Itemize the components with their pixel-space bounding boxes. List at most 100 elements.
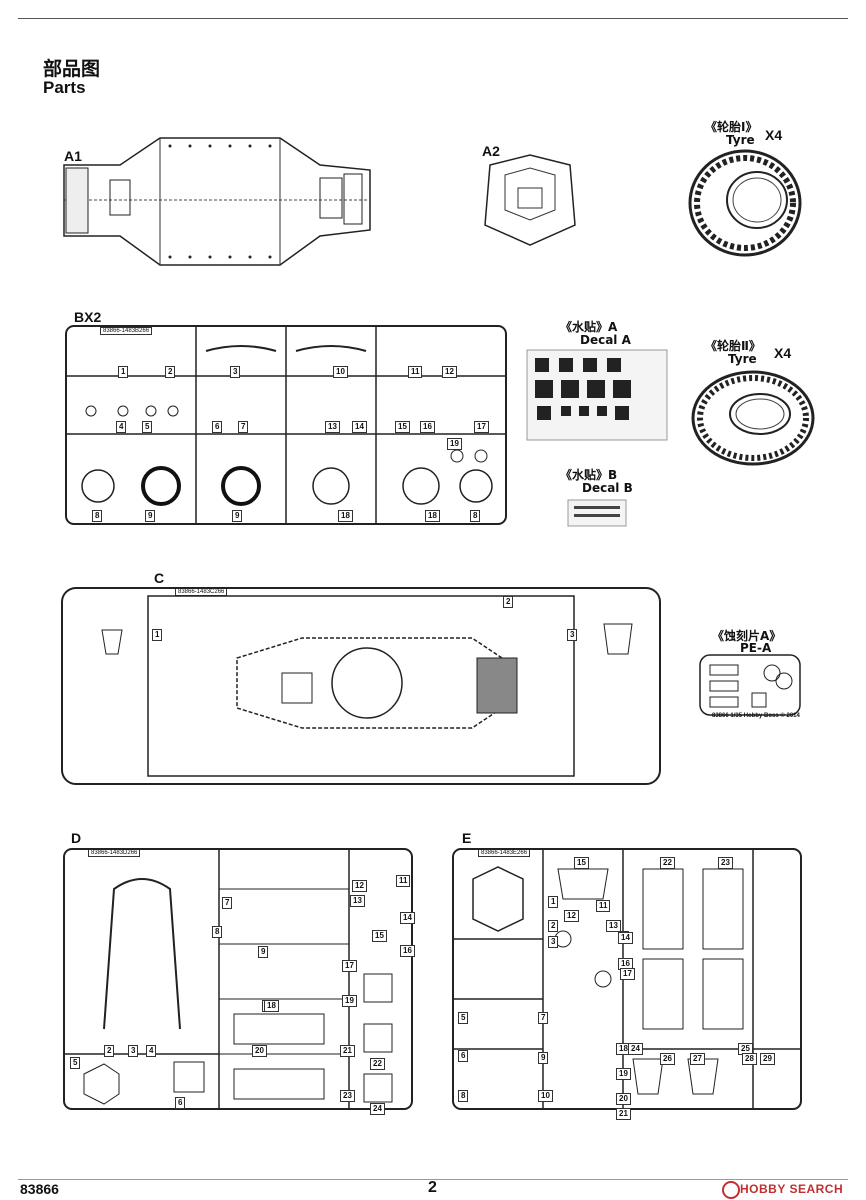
sprue-e-part-number: 3 <box>548 936 559 948</box>
sprue-b-part-number: 16 <box>420 421 435 433</box>
watermark-logo <box>722 1181 740 1199</box>
sprue-e-part-number: 29 <box>760 1053 775 1065</box>
sprue-b-drawing <box>65 325 507 525</box>
sprue-e-part-number: 10 <box>538 1090 553 1102</box>
sprue-c-part-number: 3 <box>567 629 578 641</box>
part-a1-drawing <box>63 137 371 266</box>
sprue-d-part-number: 7 <box>222 897 233 909</box>
sprue-e-part-number: 14 <box>618 932 633 944</box>
sprue-d-part-number: 2 <box>104 1045 115 1057</box>
sprue-b-part-number: 18 <box>338 510 353 522</box>
sprue-e-part-number: 28 <box>742 1053 757 1065</box>
page-frame <box>18 18 848 1180</box>
pe-a-code: 83866 1/35 Hobby Boss © 2014 <box>712 713 800 719</box>
sprue-c-part-number: 1 <box>152 629 163 641</box>
sprue-e-part-number: 21 <box>616 1108 631 1120</box>
decal-b-sheet <box>567 499 627 527</box>
sprue-e-part-number: 5 <box>458 1012 469 1024</box>
sprue-e-part-number: 2 <box>548 920 559 932</box>
sprue-e-part-number: 11 <box>596 900 611 912</box>
sprue-e-part-number: 24 <box>628 1043 643 1055</box>
sprue-b-part-number: 8 <box>92 510 103 522</box>
sprue-b-part-number: 11 <box>408 366 423 378</box>
sprue-c-part-number: 2 <box>503 596 514 608</box>
sprue-b-part-number: 13 <box>325 421 340 433</box>
decal-a-sheet <box>526 349 668 441</box>
sprue-d-part-number: 21 <box>340 1045 355 1057</box>
sprue-b-part-number: 4 <box>116 421 127 433</box>
tyre1-label-cn: 《轮胎Ⅰ》 <box>705 120 758 134</box>
sprue-e-part-number: 23 <box>718 857 733 869</box>
decal-a-label-en: Decal A <box>580 333 631 347</box>
sprue-b-part-number: 14 <box>352 421 367 433</box>
sprue-d-part-number: 6 <box>175 1097 186 1109</box>
sprue-c-drawing <box>61 587 661 785</box>
tyre2-label-cn: 《轮胎Ⅱ》 <box>705 339 761 353</box>
decal-a-label-cn: 《水贴》A <box>560 320 618 334</box>
sprue-b-part-number: 9 <box>145 510 156 522</box>
sprue-b-part-number: 7 <box>238 421 249 433</box>
tyre1-drawing <box>688 149 802 257</box>
title-english: Parts <box>43 78 86 97</box>
sprue-d-part-number: 24 <box>370 1103 385 1115</box>
tyre2-label-en: Tyre <box>728 352 757 366</box>
sprue-d-part-number: 11 <box>396 875 411 887</box>
sprue-b-part-number: 15 <box>395 421 410 433</box>
sprue-d-part-number: 15 <box>372 930 387 942</box>
sprue-b-part-number: 17 <box>474 421 489 433</box>
sprue-b-part-number: 3 <box>230 366 241 378</box>
sprue-d-part-number: 9 <box>258 946 269 958</box>
part-label-a2: A2 <box>482 143 500 159</box>
pe-a-label-en: PE-A <box>740 641 772 655</box>
part-a2-drawing <box>484 154 576 246</box>
sprue-b-part-number: 6 <box>212 421 223 433</box>
sprue-label-bx2: BX2 <box>74 309 102 325</box>
title-chinese: 部品图 <box>43 58 101 80</box>
sprue-d-part-number: 8 <box>212 926 223 938</box>
sprue-d-part-number: 5 <box>70 1057 81 1069</box>
sprue-e-part-number: 20 <box>616 1093 631 1105</box>
sprue-label-d: D <box>71 830 82 846</box>
tyre2-drawing <box>691 370 815 466</box>
footer-page-number: 2 <box>428 1179 437 1196</box>
decal-b-label-cn: 《水贴》B <box>560 468 618 482</box>
sprue-d-part-number: 4 <box>146 1045 157 1057</box>
sprue-d-part-number: 16 <box>400 945 415 957</box>
footer-product-code: 83866 <box>20 1181 59 1197</box>
sprue-e-part-number: 17 <box>620 968 635 980</box>
sprue-b-part-number: 8 <box>470 510 481 522</box>
sprue-b-part-number: 1 <box>118 366 129 378</box>
sprue-e-part-number: 26 <box>660 1053 675 1065</box>
decal-b-label-en: Decal B <box>582 481 633 495</box>
sprue-b-part-number: 9 <box>232 510 243 522</box>
sprue-b-code: 83866-1483B266 <box>100 327 153 335</box>
sprue-e-part-number: 12 <box>564 910 579 922</box>
sprue-b-part-number: 19 <box>447 438 462 450</box>
sprue-e-part-number: 27 <box>690 1053 705 1065</box>
sprue-b-part-number: 2 <box>165 366 176 378</box>
sprue-e-part-number: 7 <box>538 1012 549 1024</box>
sprue-b-part-number: 10 <box>333 366 348 378</box>
tyre1-quantity: X4 <box>765 127 783 143</box>
sprue-d-part-number: 19 <box>342 995 357 1007</box>
pe-a-fret <box>699 654 801 716</box>
sprue-e-part-number: 19 <box>616 1068 631 1080</box>
sprue-d-part-number: 17 <box>342 960 357 972</box>
sprue-d-part-number: 18 <box>264 1000 279 1012</box>
tyre1-label-en: Tyre <box>726 133 755 147</box>
sprue-e-part-number: 22 <box>660 857 675 869</box>
sprue-e-part-number: 1 <box>548 896 559 908</box>
sprue-b-part-number: 12 <box>442 366 457 378</box>
sprue-d-part-number: 23 <box>340 1090 355 1102</box>
sprue-b-part-number: 5 <box>142 421 153 433</box>
sprue-e-part-number: 8 <box>458 1090 469 1102</box>
sprue-d-part-number: 20 <box>252 1045 267 1057</box>
sprue-d-part-number: 13 <box>350 895 365 907</box>
tyre2-quantity: X4 <box>774 345 792 361</box>
sprue-label-c: C <box>154 570 165 586</box>
sprue-d-part-number: 12 <box>352 880 367 892</box>
watermark-text: HOBBY SEARCH <box>740 1182 844 1196</box>
sprue-b-part-number: 18 <box>425 510 440 522</box>
sprue-d-part-number: 14 <box>400 912 415 924</box>
sprue-d-part-number: 3 <box>128 1045 139 1057</box>
